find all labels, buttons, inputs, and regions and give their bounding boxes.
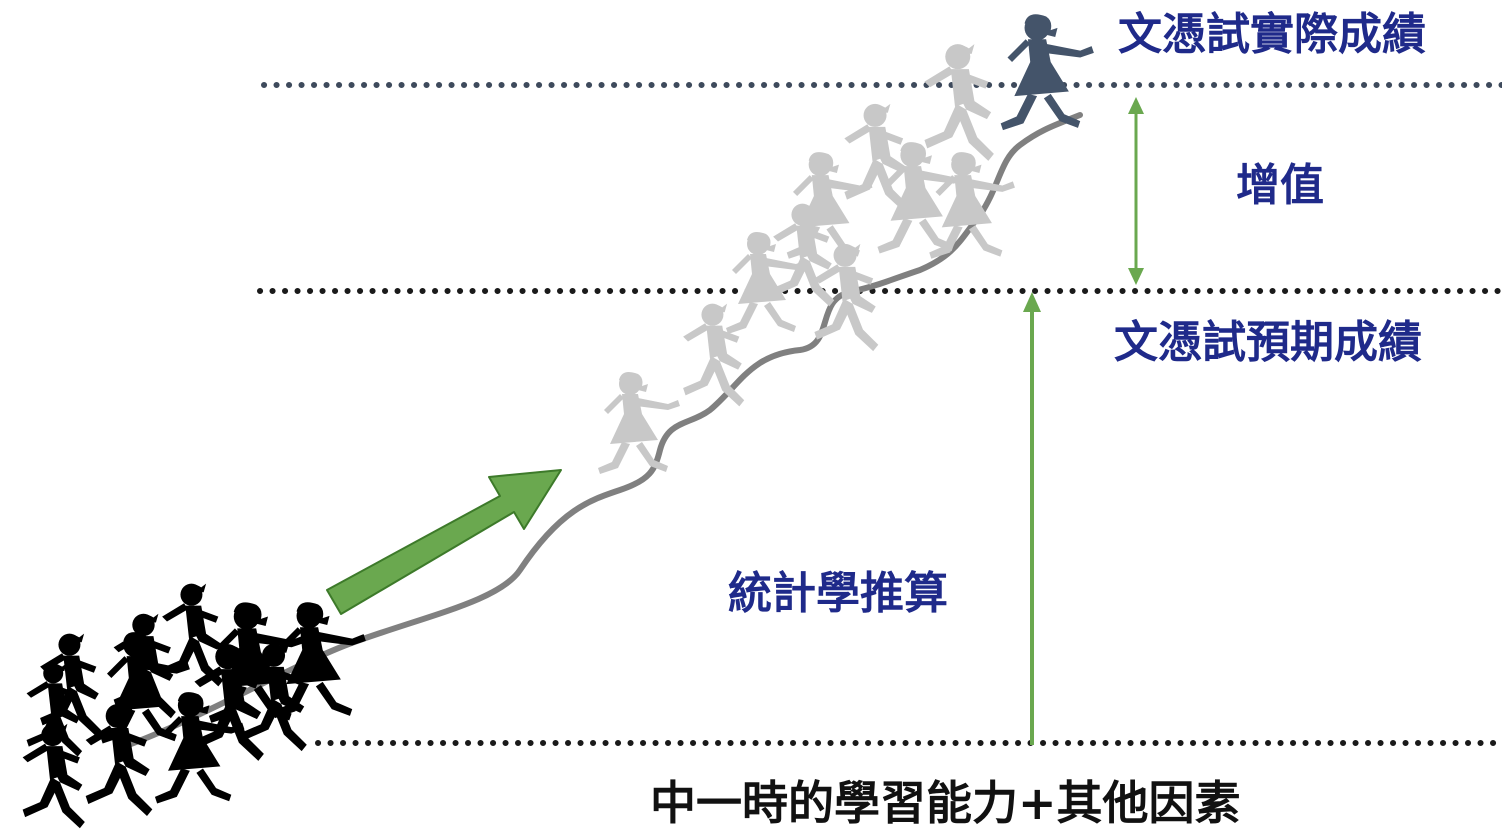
statistical-inference-label: 統計學推算 (728, 568, 948, 619)
value-added-label: 增值 (1236, 160, 1324, 211)
progress-arrow-icon (326, 469, 562, 615)
actual-score-label: 文憑試實際成績 (1118, 9, 1426, 60)
faded-running-children-icon (598, 44, 1015, 474)
baseline-label: 中一時的學習能力+其他因素 (650, 776, 1241, 830)
running-children-group-icon (22, 583, 366, 829)
statistical-inference-arrow-icon (1023, 292, 1041, 745)
value-added-arrow-icon (1128, 97, 1144, 285)
expected-score-label: 文憑試預期成績 (1114, 317, 1422, 368)
